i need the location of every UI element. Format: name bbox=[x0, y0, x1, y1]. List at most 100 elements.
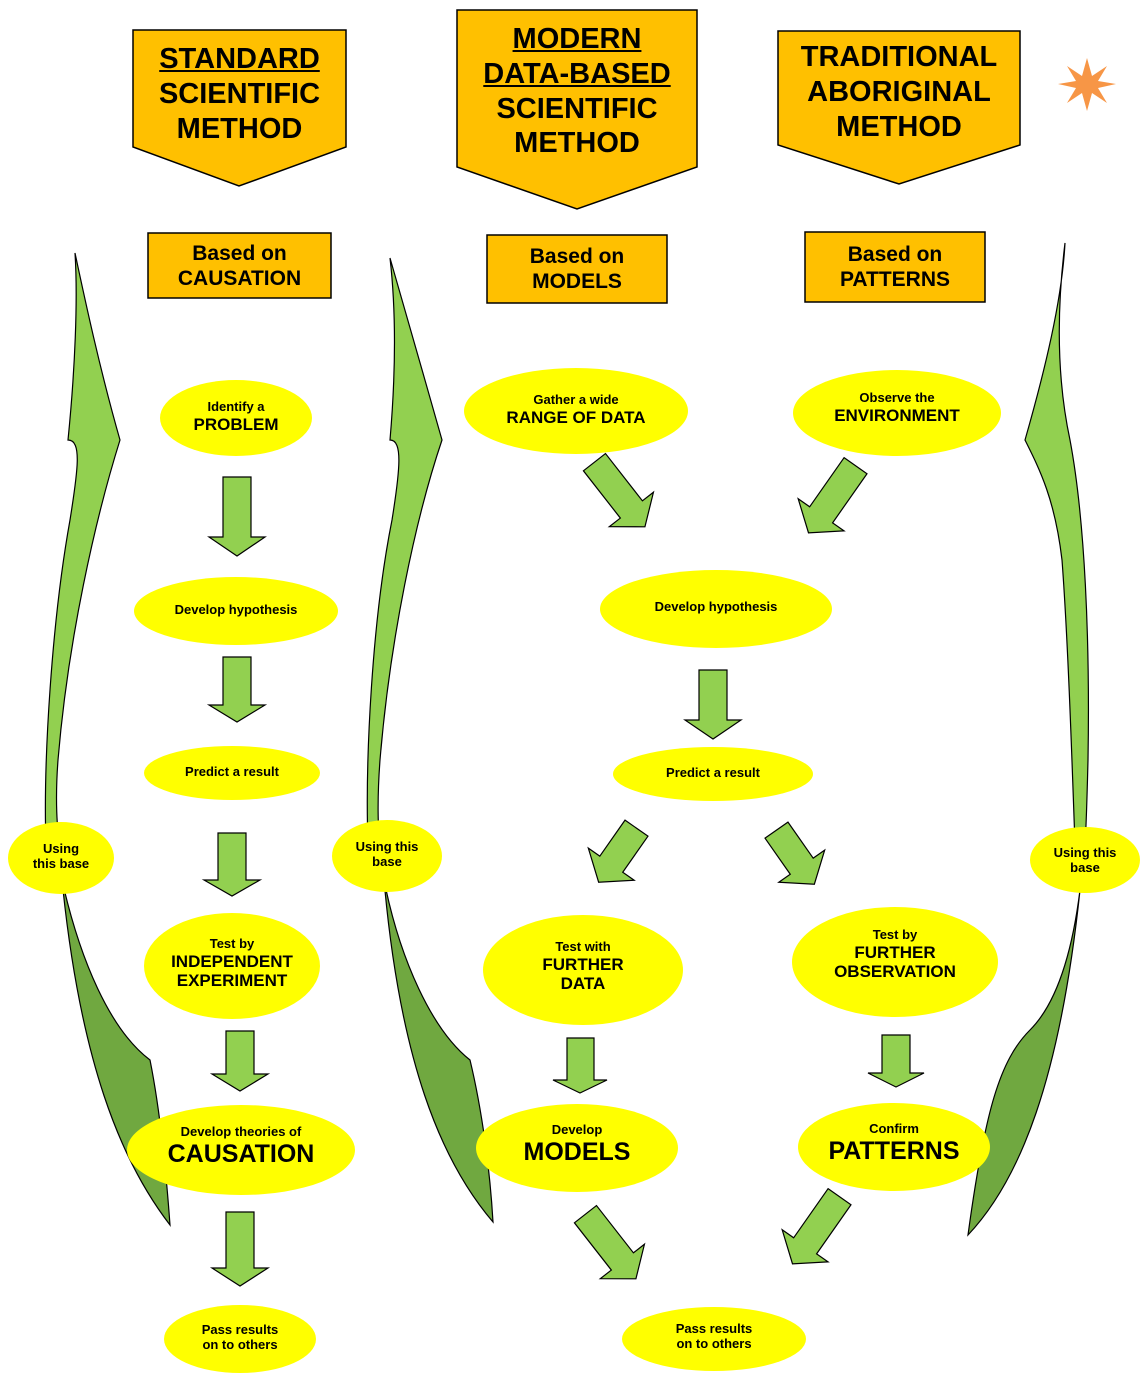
step-develop-hypothesis-label-left: Develop hypothesis bbox=[174, 602, 298, 617]
step-confirm-patterns-label: Confirm PATTERNS bbox=[798, 1121, 990, 1165]
step-test-observation-line2: FURTHER bbox=[854, 942, 936, 962]
step-observe-environment-label: Observe the ENVIRONMENT bbox=[793, 390, 1001, 425]
down-arrow-icon bbox=[209, 1030, 271, 1092]
diagonal-arrow-icon bbox=[573, 1204, 646, 1280]
step-confirm-patterns-line1: Confirm bbox=[869, 1121, 919, 1136]
step-identify-problem-line1: Identify a bbox=[207, 399, 265, 414]
step-confirm-patterns-line2: PATTERNS bbox=[828, 1136, 960, 1165]
using-base-left-line2: this base bbox=[32, 855, 90, 871]
header-modern-title: MODERN DATA-BASED SCIENTIFIC METHOD bbox=[457, 22, 697, 161]
using-base-middle-line2: base bbox=[372, 853, 402, 869]
header-traditional-line1: TRADITIONAL bbox=[800, 41, 998, 73]
step-test-data-line3: DATA bbox=[560, 973, 606, 993]
step-develop-hypothesis-ellipse-left bbox=[134, 577, 338, 645]
step-pass-results-ellipse-left bbox=[164, 1305, 316, 1373]
step-predict-result-ellipse-mid bbox=[613, 747, 813, 801]
using-base-ellipse-right bbox=[1030, 827, 1140, 893]
step-test-experiment-line2: INDEPENDENT bbox=[171, 951, 293, 971]
header-modern-line4: METHOD bbox=[514, 127, 640, 160]
step-pass-results-left-line1: Pass results bbox=[201, 1322, 279, 1337]
step-confirm-patterns-ellipse bbox=[798, 1103, 990, 1191]
diagonal-arrow-icon bbox=[587, 819, 649, 883]
header-traditional-title: TRADITIONAL ABORIGINAL METHOD bbox=[778, 40, 1020, 144]
step-test-experiment-line3: EXPERIMENT bbox=[176, 970, 288, 990]
star-icon bbox=[1058, 58, 1116, 111]
base-models-line2: MODELS bbox=[532, 270, 622, 294]
step-predict-result-label-mid: Predict a result bbox=[666, 765, 760, 780]
down-arrow-icon bbox=[552, 1037, 608, 1094]
step-observe-line1: Observe the bbox=[859, 390, 935, 405]
feedback-arrow-left-upper bbox=[44, 252, 121, 846]
step-develop-models-label: Develop MODELS bbox=[476, 1122, 678, 1166]
step-identify-problem-ellipse bbox=[160, 380, 312, 456]
feedback-arrow-middle-lower bbox=[383, 879, 494, 1224]
step-observe-line2: ENVIRONMENT bbox=[834, 405, 960, 425]
step-develop-models-line2: MODELS bbox=[523, 1137, 631, 1166]
down-arrow-icon bbox=[867, 1034, 925, 1088]
base-patterns-label: Based on PATTERNS bbox=[805, 242, 985, 292]
base-models-label: Based on MODELS bbox=[487, 244, 667, 294]
down-arrow-icon bbox=[683, 669, 743, 740]
base-patterns-line1: Based on bbox=[847, 243, 943, 266]
header-standard-title: STANDARD SCIENTIFIC METHOD bbox=[133, 42, 346, 146]
step-develop-models-line1: Develop bbox=[551, 1122, 603, 1137]
using-base-label-middle: Using this base bbox=[332, 839, 442, 869]
header-standard-shape bbox=[132, 29, 347, 187]
step-develop-hypothesis-ellipse-mid bbox=[600, 570, 832, 648]
header-traditional-shape bbox=[777, 30, 1021, 185]
base-causation-label: Based on CAUSATION bbox=[148, 241, 331, 291]
using-base-right-line2: base bbox=[1070, 859, 1100, 875]
diagonal-arrow-icon bbox=[764, 821, 826, 885]
step-pass-results-label-left: Pass results on to others bbox=[164, 1322, 316, 1352]
base-patterns-line2: PATTERNS bbox=[839, 268, 951, 292]
feedback-arrow-right-upper bbox=[1024, 242, 1090, 846]
step-pass-results-mid-line1: Pass results bbox=[675, 1321, 753, 1336]
step-pass-results-left-line2: on to others bbox=[202, 1336, 278, 1352]
step-gather-line2: RANGE OF DATA bbox=[506, 407, 646, 427]
step-predict-result-ellipse-left bbox=[144, 746, 320, 800]
down-arrow-icon bbox=[209, 1211, 271, 1287]
down-arrow-icon bbox=[207, 476, 267, 557]
step-develop-hypothesis-label-mid: Develop hypothesis bbox=[654, 599, 778, 614]
step-pass-results-label-mid: Pass results on to others bbox=[622, 1321, 806, 1351]
step-test-observation-line1: Test by bbox=[872, 927, 918, 942]
step-theories-line2: CAUSATION bbox=[167, 1139, 315, 1168]
base-causation-line2: CAUSATION bbox=[177, 267, 302, 291]
step-pass-results-mid-line2: on to others bbox=[676, 1335, 752, 1351]
step-gather-data-label: Gather a wide RANGE OF DATA bbox=[464, 392, 688, 427]
feedback-arrow-middle-upper bbox=[366, 257, 443, 846]
header-traditional-line3: METHOD bbox=[836, 110, 962, 143]
step-identify-problem-label: Identify a PROBLEM bbox=[160, 399, 312, 434]
step-theories-causation-ellipse bbox=[127, 1105, 355, 1195]
step-test-further-observation-ellipse bbox=[792, 907, 998, 1017]
using-base-label-left: Using this base bbox=[8, 841, 114, 871]
step-theories-causation-label: Develop theories of CAUSATION bbox=[127, 1124, 355, 1168]
header-modern-shape bbox=[456, 9, 698, 210]
base-causation-box bbox=[147, 232, 332, 299]
step-theories-line1: Develop theories of bbox=[180, 1124, 302, 1139]
header-traditional-line2: ABORIGINAL bbox=[807, 75, 991, 108]
step-test-further-data-label: Test with FURTHER DATA bbox=[483, 939, 683, 993]
down-arrow-icon bbox=[201, 832, 263, 897]
diagonal-arrow-icon bbox=[582, 452, 655, 528]
step-develop-models-ellipse bbox=[476, 1104, 678, 1192]
base-models-line1: Based on bbox=[529, 245, 625, 268]
step-pass-results-ellipse-mid bbox=[622, 1307, 806, 1371]
step-test-experiment-line1: Test by bbox=[209, 936, 255, 951]
step-test-observation-line3: OBSERVATION bbox=[834, 961, 956, 981]
down-arrow-icon bbox=[206, 656, 268, 723]
using-base-label-right: Using this base bbox=[1030, 845, 1140, 875]
header-modern-line2: DATA-BASED bbox=[483, 57, 671, 90]
base-models-box bbox=[486, 234, 668, 304]
step-observe-environment-ellipse bbox=[793, 370, 1001, 456]
base-patterns-box bbox=[804, 231, 986, 303]
header-modern-line3: SCIENTIFIC bbox=[496, 92, 658, 125]
header-standard-line3: METHOD bbox=[176, 112, 303, 145]
using-base-ellipse-middle bbox=[332, 820, 442, 892]
using-base-ellipse-left bbox=[8, 822, 114, 894]
header-modern-line1: MODERN bbox=[512, 23, 642, 55]
step-identify-problem-line2: PROBLEM bbox=[193, 414, 279, 434]
header-standard-line1: STANDARD bbox=[159, 43, 320, 75]
using-base-right-line1: Using this bbox=[1053, 845, 1117, 860]
